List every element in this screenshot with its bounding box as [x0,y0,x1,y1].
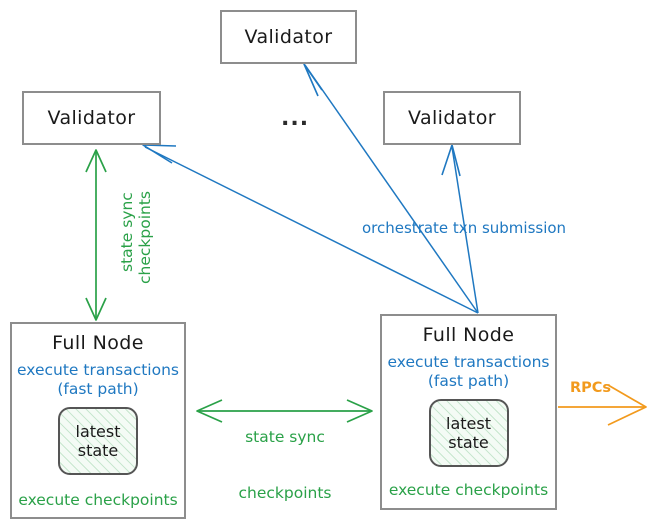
validator-ellipsis: ... [281,106,310,131]
full-node-right-latest-state-store[interactable]: latest state [428,398,509,467]
state-sync-horizontal-line-1: state sync [245,428,325,447]
arrow-orchestrate-to-right-validator [441,144,479,314]
full-node-right-execute-checkpoints: execute checkpoints [388,480,549,499]
arrow-state-sync-vertical [85,149,107,321]
validator-left-label: Validator [47,107,136,129]
arrow-state-sync-horizontal [196,399,373,423]
validator-top-label: Validator [244,26,333,48]
full-node-left-state-line-1: latest [75,421,121,441]
full-node-left[interactable]: Full Node execute transactions (fast pat… [10,322,186,519]
edge-label-state-sync-horizontal: state sync checkpoints [225,391,345,526]
full-node-right-blue-line-2: (fast path) [427,371,510,390]
full-node-right-state-line-2: state [448,432,489,452]
edge-label-orchestrate-txn-submission: orchestrate txn submission [362,219,567,237]
full-node-left-execute-checkpoints: execute checkpoints [18,490,178,509]
state-sync-horizontal-line-2: checkpoints [238,483,332,502]
validator-right-label: Validator [408,107,496,129]
full-node-left-latest-state-store[interactable]: latest state [58,406,138,475]
edge-label-rpcs: RPCs [570,380,612,396]
full-node-right-execute-transactions: execute transactions (fast path) [387,353,549,391]
arrow-rpcs-outbound [558,384,647,426]
state-sync-vertical-line-2: checkpoints [136,191,154,284]
arrow-orchestrate-to-left-validator [142,144,479,314]
full-node-right-state-line-1: latest [446,413,491,433]
full-node-right-title: Full Node [422,324,515,346]
validator-node-top[interactable]: Validator [220,10,357,64]
full-node-right[interactable]: Full Node execute transactions (fast pat… [380,314,557,510]
validator-node-left[interactable]: Validator [22,91,161,145]
full-node-left-blue-line-2: (fast path) [57,379,139,398]
validator-node-right[interactable]: Validator [383,91,521,145]
full-node-left-blue-line-1: execute transactions [16,361,180,379]
full-node-left-title: Full Node [52,332,144,354]
full-node-left-execute-transactions: execute transactions (fast path) [17,361,179,399]
full-node-right-blue-line-1: execute transactions [387,353,550,371]
arrow-orchestrate-to-top-validator [303,63,479,314]
edge-label-checkpoints-vertical: checkpoints [100,191,190,284]
full-node-left-state-line-2: state [77,440,119,460]
